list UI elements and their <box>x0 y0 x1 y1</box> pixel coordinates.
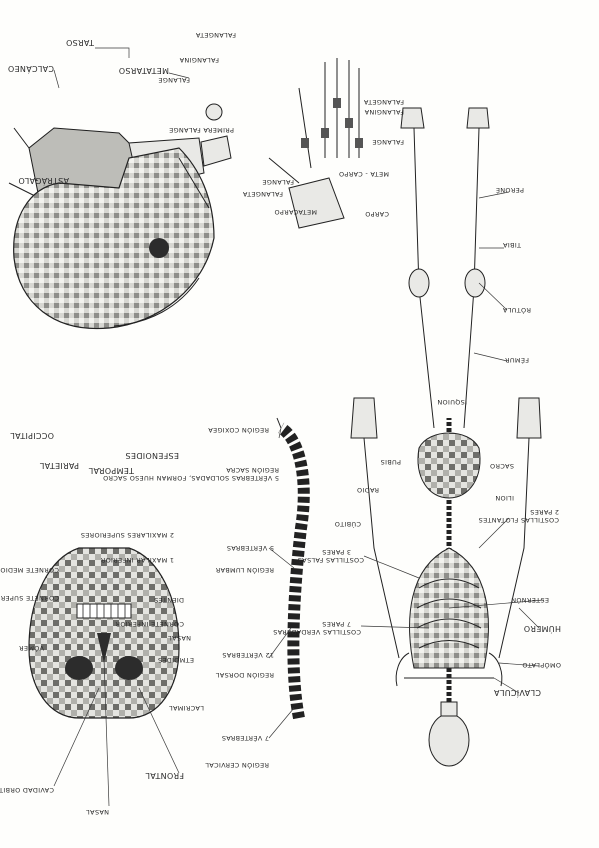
label-falange-foot: FALANGE <box>158 76 190 84</box>
label-dientes: DIENTES <box>154 596 184 604</box>
label-cavidad-orbitaria: CAVIDAD ORBITARIA <box>0 786 54 794</box>
label-tarso: TARSO <box>66 38 95 47</box>
label-esternon: ESTERNÓN <box>511 596 549 605</box>
label-esfenoides: ESFENOIDES <box>125 451 179 460</box>
label-region-lumbar-desc: 5 VÉRTEBRAS <box>227 544 274 553</box>
label-primera-falange: PRIMERA FALANGE <box>169 126 234 134</box>
label-falangeta-hand: FALANGETA <box>363 98 404 106</box>
label-region-sacra-desc: 5 VÉRTEBRAS SOLDADAS, FORMAN HUESO SACRO <box>103 474 279 483</box>
label-nasal-bottom: NASAL <box>86 808 109 816</box>
labels: TARSO CALCÁNEO METATARSO FALANGE FALANGI… <box>0 31 561 816</box>
label-cornete-inferior: CORNETE INFERIOR <box>115 620 184 628</box>
label-falange-hand-left: FALANGE <box>262 178 294 186</box>
label-falange-hand: FALANGE <box>372 138 404 146</box>
label-astragalo: ASTRÁGALO <box>18 176 69 187</box>
label-metacarpo-hand-left: METACARPO <box>274 208 317 216</box>
label-frontal: FRONTAL <box>145 771 184 780</box>
label-region-cervical-desc: 7 VÉRTEBRAS <box>222 734 269 743</box>
label-region-coxigea: REGIÓN COXIGEA <box>208 426 269 435</box>
label-nasal-top: NASAL <box>168 634 191 642</box>
hand-illustration <box>268 58 363 229</box>
label-clavicula: CLAVÍCULA <box>493 688 541 699</box>
skull-front-illustration <box>28 547 180 719</box>
label-lacrimal: LACRIMAL <box>169 704 204 712</box>
label-sacro: SACRO <box>490 462 514 470</box>
label-falangeta-foot: FALANGETA <box>195 31 236 39</box>
label-2-pares: 2 PARES <box>530 508 559 516</box>
label-cornete-medio: CORNETE MEDIO <box>0 566 59 574</box>
label-metatarso: METATARSO <box>119 66 169 75</box>
label-region-sacra: REGIÓN SACRA <box>226 466 279 475</box>
label-occipital: OCCIPITAL <box>10 431 54 440</box>
label-costillas-falsas: COSTILLAS FALSAS <box>297 556 364 564</box>
label-region-dorsal-desc: 12 VÉRTEBRAS <box>222 651 274 660</box>
label-radio: RADIO <box>357 486 379 494</box>
label-7-pares: 7 PARES <box>322 620 351 628</box>
label-cubito: CÚBITO <box>334 520 361 529</box>
label-falangina-hand: FALANGINA <box>364 108 404 116</box>
label-2-maxilares-superiores: 2 MAXILARES SUPERIORES <box>81 531 174 539</box>
label-parietal: PARIETAL <box>39 461 79 470</box>
label-ilion: ILION <box>495 494 514 502</box>
label-humero: HÚMERO <box>524 624 561 635</box>
label-falangina-foot: FALANGINA <box>179 56 219 64</box>
label-cornete-superior: CORNETE SUPERIOR <box>0 594 59 602</box>
label-rotula: RÓTULA <box>502 306 531 315</box>
label-femur: FÉMUR <box>505 356 529 365</box>
label-region-lumbar: REGIÓN LUMBAR <box>215 566 274 575</box>
label-perone: PERONÉ <box>496 186 524 195</box>
label-carpo: CARPO <box>365 210 389 218</box>
spine-illustration <box>276 417 310 720</box>
label-3-pares: 3 PARES <box>322 548 351 556</box>
label-region-cervical: REGIÓN CERVICAL <box>205 761 269 770</box>
leader-lines <box>53 47 545 807</box>
label-falangeta-hand-left: FALANGETA <box>242 190 283 198</box>
label-metacarpo-hand: META - CARPO <box>339 170 389 178</box>
label-temporal: TEMPORAL <box>88 466 135 475</box>
label-etmoides: ETMOIDES <box>158 656 194 664</box>
label-costillas-verdaderas: COSTILLAS VERDADERAS <box>273 628 361 636</box>
label-calcaneo: CALCÁNEO <box>8 64 54 75</box>
label-pubis: PUBIS <box>380 458 401 466</box>
label-vomer: VÓMER <box>19 644 44 653</box>
skeleton-illustration <box>350 107 542 767</box>
label-isquion: ISQUION <box>437 398 467 406</box>
label-costillas-flotantes: COSTILLAS FLOTANTES <box>478 516 559 524</box>
label-omoplato: OMÓPLATO <box>522 661 561 670</box>
skull-side-illustration <box>13 147 215 330</box>
label-tibia: TIBIA <box>503 241 522 249</box>
label-1-maxilar-inferior: 1 MAXILAR INFERIOR <box>100 556 174 564</box>
label-region-dorsal: REGIÓN DORSAL <box>215 671 274 680</box>
